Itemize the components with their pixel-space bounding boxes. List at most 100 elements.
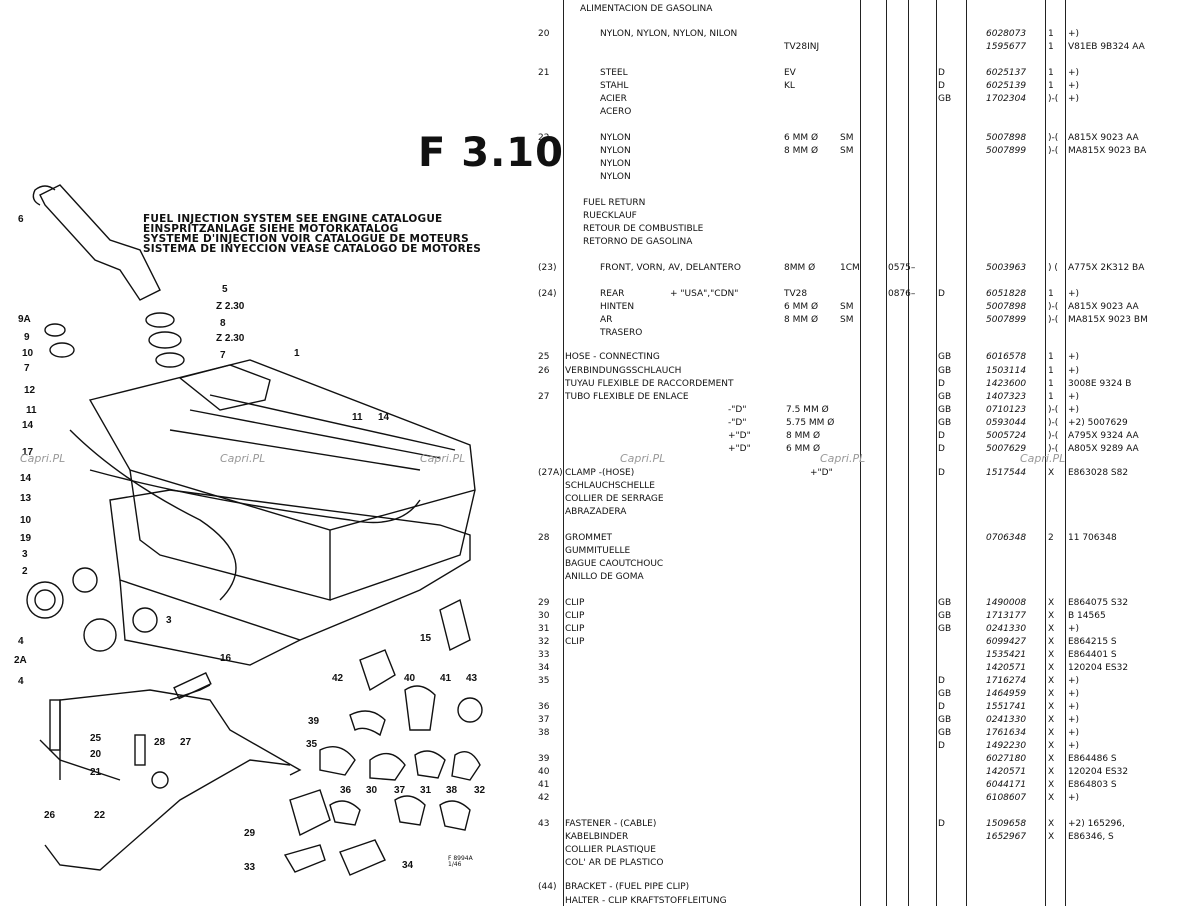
cell-desc: NYLON: [600, 146, 631, 156]
cell-item: 43: [538, 819, 550, 829]
cell-part: 5007629: [986, 444, 1027, 454]
table-row: NYLON: [520, 159, 1200, 171]
cell-mkt: GB: [938, 715, 952, 725]
cell-ref: +): [1068, 715, 1080, 725]
cell-qty: )-(: [1048, 444, 1059, 454]
cell-cond: +"D": [728, 431, 751, 441]
cell-ref: E864401 S: [1068, 650, 1117, 660]
cell-qty: 1: [1048, 366, 1054, 376]
cell-part: 1761634: [986, 728, 1027, 738]
callout-10b: 10: [20, 515, 32, 526]
cell-part: 1509658: [986, 819, 1027, 829]
cell-ref: +2) 165296,: [1068, 819, 1125, 829]
cell-part: 1464959: [986, 689, 1027, 699]
cell-qty: X: [1048, 637, 1055, 647]
cell-desc: HOSE - CONNECTING: [565, 352, 660, 362]
callout-21: 21: [90, 767, 102, 778]
cell-qty: )-(: [1048, 302, 1059, 312]
callout-9a: 9A: [18, 314, 31, 325]
callout-10: 10: [22, 348, 34, 359]
cell-item: 20: [538, 29, 550, 39]
cell-ref: +): [1068, 289, 1080, 299]
cell-item: (24): [538, 289, 557, 299]
callout-36: 36: [340, 785, 352, 796]
cell-mkt: D: [938, 741, 945, 751]
cell-part: 1713177: [986, 611, 1027, 621]
table-row: COL' AR DE PLASTICO: [520, 858, 1200, 870]
table-row: (44)BRACKET - (FUEL PIPE CLIP): [520, 882, 1200, 894]
cell-item: 32: [538, 637, 550, 647]
cell-spec: TV28: [784, 289, 808, 299]
cell-desc: RETOUR DE COMBUSTIBLE: [583, 224, 704, 234]
cell-row20_ref: +): [1068, 29, 1080, 39]
cell-ref: +): [1068, 81, 1080, 91]
callout-9: 9: [24, 332, 30, 343]
watermark-5: Capri.PL: [820, 452, 866, 465]
cell-item: (27A): [538, 468, 563, 478]
note-line-fr: SYSTEME D'INJECTION VOIR CATALOGUE DE MO…: [143, 233, 469, 245]
cell-ref: 120204 ES32: [1068, 767, 1129, 777]
cell-desc: CLIP: [565, 624, 585, 634]
cell-desc: KABELBINDER: [565, 832, 629, 842]
callout-33: 33: [244, 862, 256, 873]
cell-part: 1420571: [986, 663, 1027, 673]
cell-qty: X: [1048, 832, 1055, 842]
cell-ref: 3008E 9324 B: [1068, 379, 1132, 389]
cell-ref: E864075 S32: [1068, 598, 1129, 608]
figure-code-line-2: 1/46: [448, 861, 462, 868]
cell-desc: STEEL: [600, 68, 628, 78]
note-line-es: SISTEMA DE INYECCION VEASE CATALOGO DE M…: [143, 243, 482, 255]
cell-desc: AR: [600, 315, 613, 325]
cell-ref: +): [1068, 728, 1080, 738]
table-row: RUECKLAUF: [520, 211, 1200, 223]
cell-desc: COLLIER DE SERRAGE: [565, 494, 664, 504]
cell-ref: +): [1068, 741, 1080, 751]
cell-desc: CLIP: [565, 598, 585, 608]
cell-ref: A815X 9023 AA: [1068, 302, 1139, 312]
cell-mkt: GB: [938, 352, 952, 362]
cell-desc: VERBINDUNGSSCHLAUCH: [565, 366, 682, 376]
cell-part: 6016578: [986, 352, 1027, 362]
cell-qty: X: [1048, 741, 1055, 751]
cell-qty: X: [1048, 676, 1055, 686]
cell-ref: +): [1068, 352, 1080, 362]
cell-sm: 1CM: [840, 263, 860, 273]
cell-part: 6051828: [986, 289, 1027, 299]
callout-1: 1: [294, 348, 300, 359]
cell-mkt: GB: [938, 689, 952, 699]
callout-13: 13: [20, 493, 32, 504]
cell-part: 1407323: [986, 392, 1027, 402]
note-line-de: EINSPRITZANLAGE SIEHE MOTORKATALOG: [143, 223, 399, 235]
cell-mkt: GB: [938, 418, 952, 428]
cell-item: 40: [538, 767, 550, 777]
cell-desc: GROMMET: [565, 533, 613, 543]
watermark-6: Capri.PL: [1020, 452, 1066, 465]
cell-ref: A805X 9289 AA: [1068, 444, 1139, 454]
callout-4b: 4: [18, 676, 24, 687]
cell-mkt: D: [938, 676, 945, 686]
callout-z230-a: Z 2.30: [216, 301, 245, 312]
cell-part: 1503114: [986, 366, 1027, 376]
callout-14: 14: [22, 420, 34, 431]
table-row: ANILLO DE GOMA: [520, 572, 1200, 584]
cell-desc: NYLON: [600, 172, 631, 182]
cell-ref: A795X 9324 AA: [1068, 431, 1139, 441]
filler-neck: [39, 184, 161, 301]
callout-5: 5: [222, 284, 228, 295]
cell-spec: 8 MM Ø: [784, 315, 819, 325]
cell-cond: -"D": [728, 405, 747, 415]
table-row: BAGUE CAOUTCHOUC: [520, 559, 1200, 571]
cell-ref: +): [1068, 624, 1080, 634]
sender-unit: [26, 581, 64, 619]
cell-sm: SM: [840, 315, 854, 325]
callout-37: 37: [394, 785, 406, 796]
table-row: HALTER - CLIP KRAFTSTOFFLEITUNG: [520, 896, 1200, 908]
